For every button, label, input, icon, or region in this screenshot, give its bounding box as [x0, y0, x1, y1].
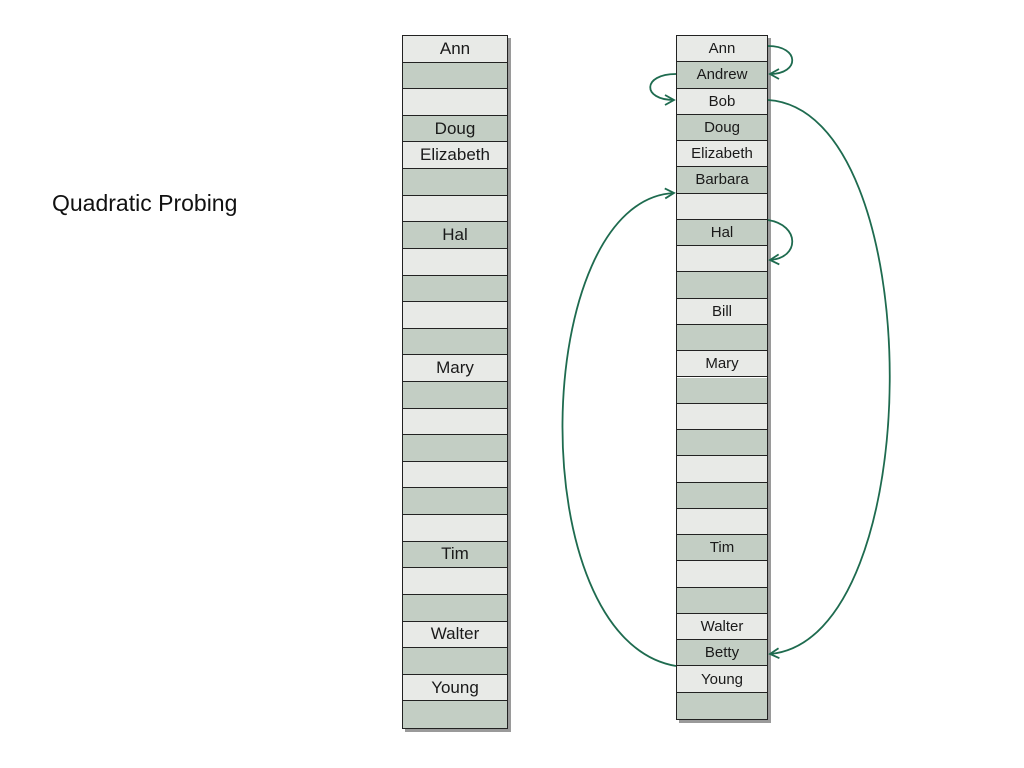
- table-slot-empty: [677, 193, 767, 220]
- table-slot-doug: Doug: [403, 115, 507, 143]
- table-slot-empty: [403, 62, 507, 90]
- table-slot-empty: [403, 461, 507, 489]
- table-slot-hal: Hal: [677, 219, 767, 247]
- table-slot-empty: [403, 701, 507, 728]
- table-slot-empty: [677, 482, 767, 509]
- table-slot-hal: Hal: [403, 222, 507, 249]
- probe-arrow-andrew-to-bob: [649, 73, 677, 106]
- table-slot-empty: [403, 302, 507, 329]
- table-slot-empty: [403, 408, 507, 436]
- table-slot-empty: [677, 692, 767, 719]
- slide-title: Quadratic Probing: [52, 190, 238, 216]
- table-slot-walter: Walter: [677, 613, 767, 641]
- table-slot-empty: [403, 275, 507, 303]
- table-slot-empty: [677, 587, 767, 614]
- table-slot-empty: [403, 169, 507, 196]
- table-slot-empty: [403, 435, 507, 462]
- probe-arrow-bob-to-betty: [767, 99, 891, 659]
- table-slot-young: Young: [403, 674, 507, 702]
- table-slot-ann: Ann: [677, 36, 767, 63]
- table-slot-empty: [403, 488, 507, 516]
- table-slot-empty: [677, 430, 767, 457]
- table-slot-empty: [677, 272, 767, 299]
- table-slot-empty: [677, 561, 767, 588]
- table-slot-empty: [403, 328, 507, 356]
- table-slot-empty: [677, 456, 767, 483]
- table-slot-empty: [403, 515, 507, 542]
- table-slot-mary: Mary: [677, 351, 767, 378]
- table-slot-empty: [677, 403, 767, 431]
- probe-arrow-ann-to-andrew: [767, 45, 794, 80]
- table-slot-tim: Tim: [677, 535, 767, 562]
- table-slot-betty: Betty: [677, 640, 767, 667]
- table-slot-elizabeth: Elizabeth: [403, 142, 507, 170]
- table-slot-tim: Tim: [403, 541, 507, 569]
- table-slot-empty: [403, 568, 507, 595]
- table-slot-doug: Doug: [677, 114, 767, 142]
- table-slot-empty: [677, 377, 767, 404]
- table-slot-barbara: Barbara: [677, 167, 767, 194]
- table-slot-bill: Bill: [677, 298, 767, 325]
- table-slot-empty: [677, 324, 767, 352]
- table-slot-walter: Walter: [403, 621, 507, 649]
- table-slot-mary: Mary: [403, 355, 507, 382]
- table-slot-ann: Ann: [403, 36, 507, 63]
- table-slot-andrew: Andrew: [677, 62, 767, 89]
- table-slot-empty: [403, 382, 507, 409]
- table-slot-empty: [677, 508, 767, 536]
- table-slot-empty: [403, 594, 507, 622]
- table-slot-empty: [403, 195, 507, 223]
- probe-arrow-betty-to-barbara: [561, 187, 677, 667]
- table-slot-elizabeth: Elizabeth: [677, 141, 767, 168]
- table-slot-empty: [403, 89, 507, 116]
- table-slot-bob: Bob: [677, 88, 767, 115]
- table-slot-empty: [403, 248, 507, 276]
- table-slot-empty: [677, 246, 767, 273]
- table-slot-young: Young: [677, 666, 767, 693]
- table-slot-empty: [403, 648, 507, 675]
- probe-arrow-hal-to-next: [767, 219, 794, 266]
